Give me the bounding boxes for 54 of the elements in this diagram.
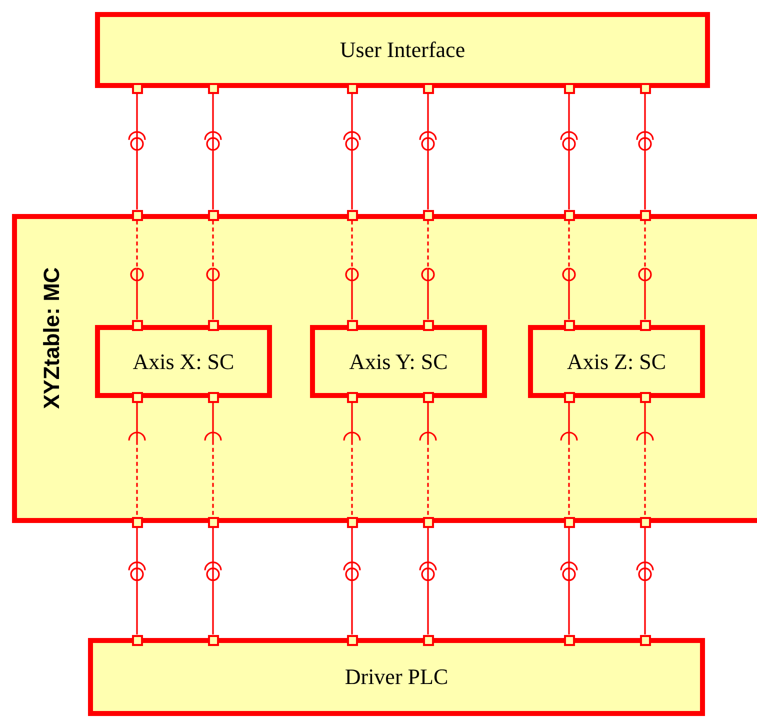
dashed-connector: [419, 402, 437, 516]
ball-and-socket-connector: [128, 528, 146, 634]
ball-and-socket-connector: [343, 528, 361, 634]
component-title: XYZtable: MC: [39, 267, 65, 409]
ball-and-socket-connector: [419, 94, 437, 210]
ball-and-socket-connector: [204, 94, 222, 210]
ball-and-socket-connector: [204, 528, 222, 634]
component-box: [88, 638, 705, 716]
component-box: [95, 325, 272, 398]
ball-and-socket-connector: [636, 94, 654, 210]
port-square: [132, 320, 142, 330]
ball-and-socket-connector: [419, 528, 437, 634]
component-box: [95, 12, 710, 88]
component-name: Driver PLC: [344, 664, 448, 690]
dashed-connector: [206, 220, 220, 320]
dashed-connector: [638, 220, 652, 320]
ball-and-socket-connector: [636, 528, 654, 634]
component-name: Axis Y: SC: [349, 348, 448, 374]
port-square: [346, 210, 358, 220]
dashed-connector: [343, 402, 361, 516]
port-square: [422, 634, 434, 646]
component-box: [528, 325, 705, 398]
port-square: [208, 634, 218, 646]
component-name: Axis Z: SC: [566, 348, 666, 374]
component-name: User Interface: [340, 37, 466, 63]
port-square: [208, 320, 218, 330]
port-square: [564, 210, 574, 220]
dashed-connector: [421, 220, 435, 320]
ball-and-socket-connector: [128, 94, 146, 210]
ball-and-socket-connector: [560, 528, 578, 634]
port-square: [346, 320, 358, 330]
port-square: [132, 210, 142, 220]
dashed-connector: [130, 220, 144, 320]
port-square: [564, 634, 574, 646]
dashed-connector: [562, 220, 576, 320]
component-box: [310, 325, 487, 398]
dashed-connector: [560, 402, 578, 516]
port-square: [422, 320, 434, 330]
port-square: [422, 210, 434, 220]
port-square: [564, 320, 574, 330]
dashed-connector: [204, 402, 222, 516]
port-square: [640, 634, 650, 646]
port-square: [132, 634, 142, 646]
port-square: [640, 210, 650, 220]
port-square: [208, 210, 218, 220]
component-name: Axis X: SC: [132, 348, 234, 374]
port-square: [346, 634, 358, 646]
component-box: [12, 214, 757, 523]
dashed-connector: [128, 402, 146, 516]
ball-and-socket-connector: [560, 94, 578, 210]
dashed-connector: [345, 220, 359, 320]
dashed-connector: [636, 402, 654, 516]
port-square: [640, 320, 650, 330]
ball-and-socket-connector: [343, 94, 361, 210]
